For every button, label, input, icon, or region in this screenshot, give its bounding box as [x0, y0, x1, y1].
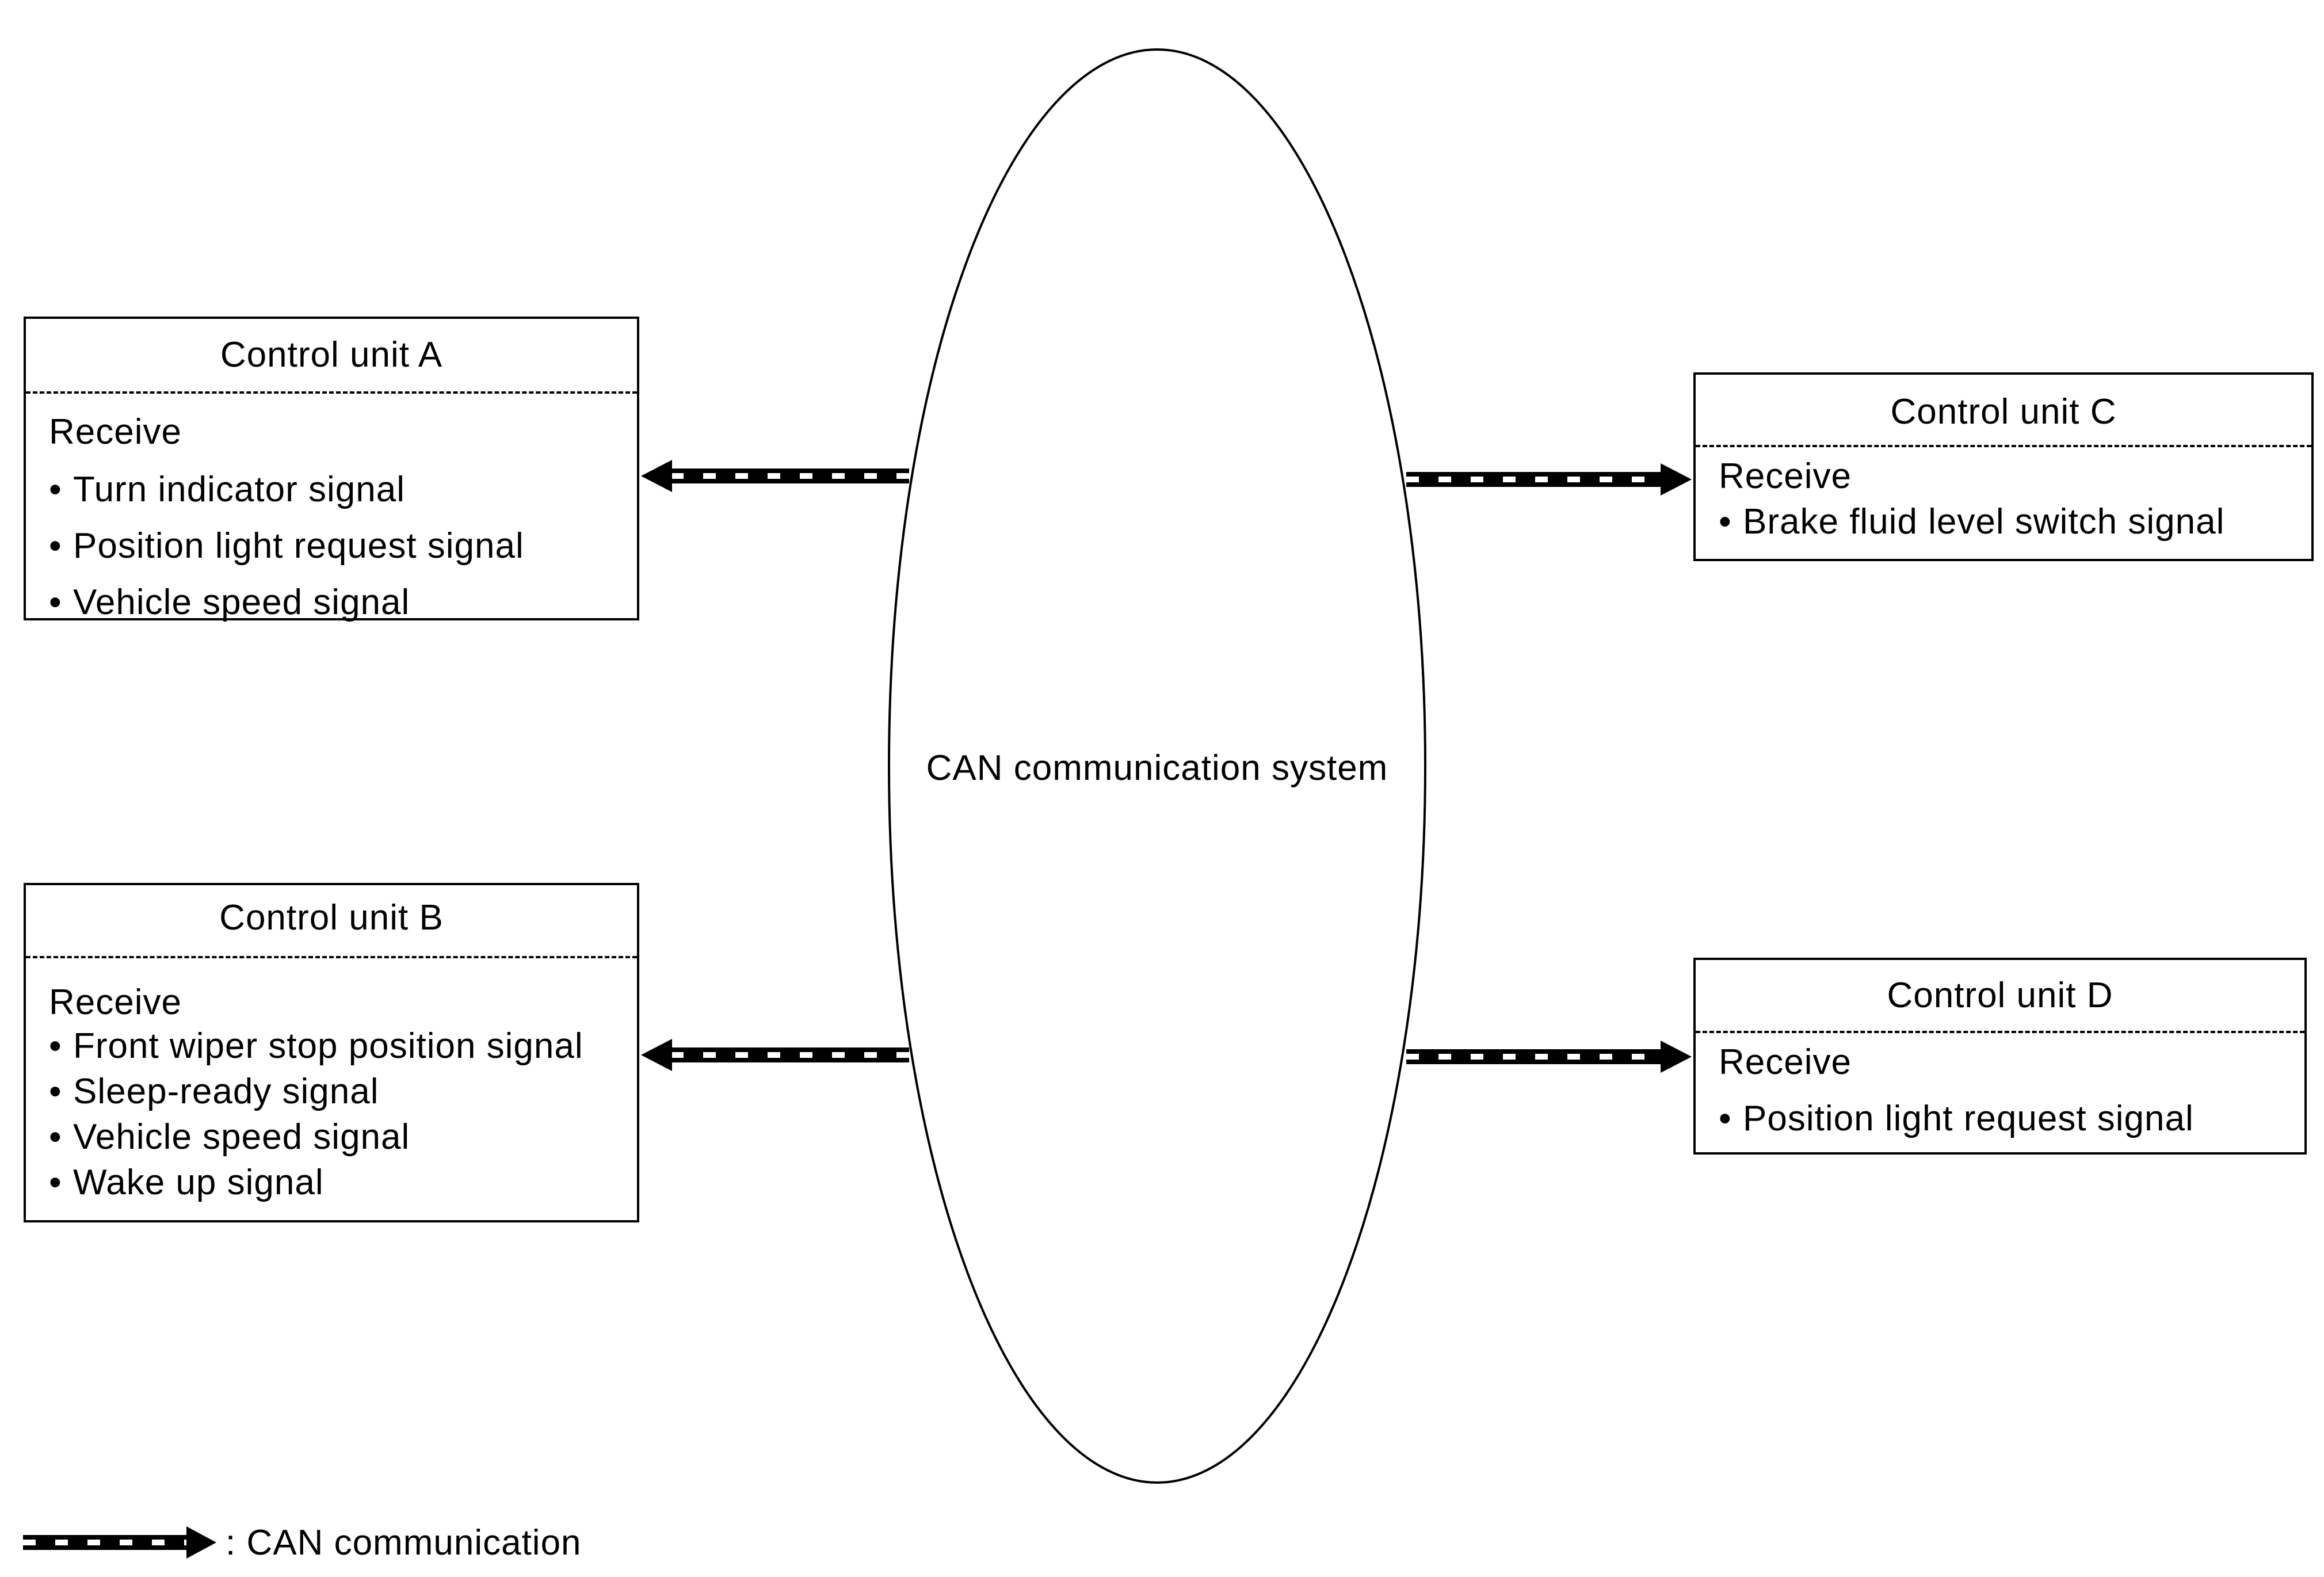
control-unit-b-receive-label: Receive — [49, 982, 182, 1022]
can-arrow-to-unit-b — [641, 1039, 909, 1071]
can-arrow-to-unit-d — [1406, 1041, 1692, 1073]
can-arrow-to-unit-a — [641, 460, 909, 492]
signal-item: • Position light request signal — [1719, 1101, 2304, 1137]
bullet-icon: • — [49, 1163, 62, 1202]
signal-label: Brake fluid level switch signal — [1743, 502, 2225, 542]
signal-label: Vehicle speed signal — [73, 1117, 410, 1157]
bullet-icon: • — [49, 1026, 62, 1066]
control-unit-c-body: Receive • Brake fluid level switch signal — [1696, 447, 2311, 540]
control-unit-b-box: Control unit B Receive • Front wiper stop… — [24, 883, 639, 1222]
signal-item: • Vehicle speed signal — [49, 1119, 637, 1155]
bullet-icon: • — [1719, 502, 1732, 542]
control-unit-d-title: Control unit D — [1696, 960, 2304, 1033]
signal-label: Wake up signal — [73, 1163, 324, 1202]
control-unit-c-receive-label: Receive — [1719, 456, 1852, 496]
signal-label: Front wiper stop position signal — [73, 1026, 583, 1066]
signal-label: Position light request signal — [1743, 1099, 2194, 1138]
can-system-label: CAN communication system — [926, 748, 1388, 788]
signal-label: Sleep-ready signal — [73, 1072, 379, 1111]
control-unit-a-body: Receive • Turn indicator signal • Position… — [26, 394, 637, 620]
control-unit-b-title: Control unit B — [26, 885, 637, 958]
signal-item: • Brake fluid level switch signal — [1719, 504, 2311, 540]
bullet-icon: • — [49, 1117, 62, 1157]
control-unit-d-body: Receive • Position light request signal — [1696, 1033, 2304, 1137]
control-unit-d-receive-label: Receive — [1719, 1042, 1852, 1082]
signal-item: • Position light request signal — [49, 528, 637, 564]
control-unit-d-signal-list: • Position light request signal — [1719, 1101, 2304, 1137]
signal-item: • Vehicle speed signal — [49, 585, 637, 620]
arrowhead — [1661, 463, 1692, 496]
arrowhead — [641, 460, 672, 492]
signal-label: Vehicle speed signal — [73, 582, 410, 622]
bullet-icon: • — [49, 1072, 62, 1111]
control-unit-a-receive-label: Receive — [49, 412, 182, 452]
control-unit-c-box: Control unit C Receive • Brake fluid leve… — [1693, 372, 2314, 561]
control-unit-d-box: Control unit D Receive • Position light r… — [1693, 958, 2307, 1155]
legend-label: : CAN communication — [226, 1522, 582, 1563]
control-unit-a-signal-list: • Turn indicator signal • Position light r… — [49, 472, 637, 620]
control-unit-a-title: Control unit A — [26, 319, 637, 394]
can-communication-legend-icon — [23, 1526, 216, 1559]
signal-item: • Wake up signal — [49, 1165, 637, 1201]
control-unit-b-signal-list: • Front wiper stop position signal • Sleep… — [49, 1029, 637, 1201]
signal-item: • Sleep-ready signal — [49, 1074, 637, 1110]
signal-item: • Front wiper stop position signal — [49, 1029, 637, 1064]
signal-label: Position light request signal — [73, 526, 524, 566]
control-unit-b-body: Receive • Front wiper stop position signa… — [26, 958, 637, 1201]
control-unit-c-title: Control unit C — [1696, 375, 2311, 447]
can-system-ellipse — [888, 48, 1426, 1484]
signal-item: • Turn indicator signal — [49, 472, 637, 508]
bullet-icon: • — [49, 582, 62, 622]
can-arrow-to-unit-c — [1406, 463, 1692, 496]
arrowhead — [641, 1039, 672, 1071]
control-unit-a-box: Control unit A Receive • Turn indicator s… — [24, 317, 639, 620]
control-unit-c-signal-list: • Brake fluid level switch signal — [1719, 504, 2311, 540]
bullet-icon: • — [49, 526, 62, 566]
signal-label: Turn indicator signal — [73, 470, 405, 509]
arrowhead — [1661, 1041, 1692, 1073]
bullet-icon: • — [1719, 1099, 1732, 1138]
bullet-icon: • — [49, 470, 62, 509]
legend: : CAN communication — [23, 1519, 582, 1565]
